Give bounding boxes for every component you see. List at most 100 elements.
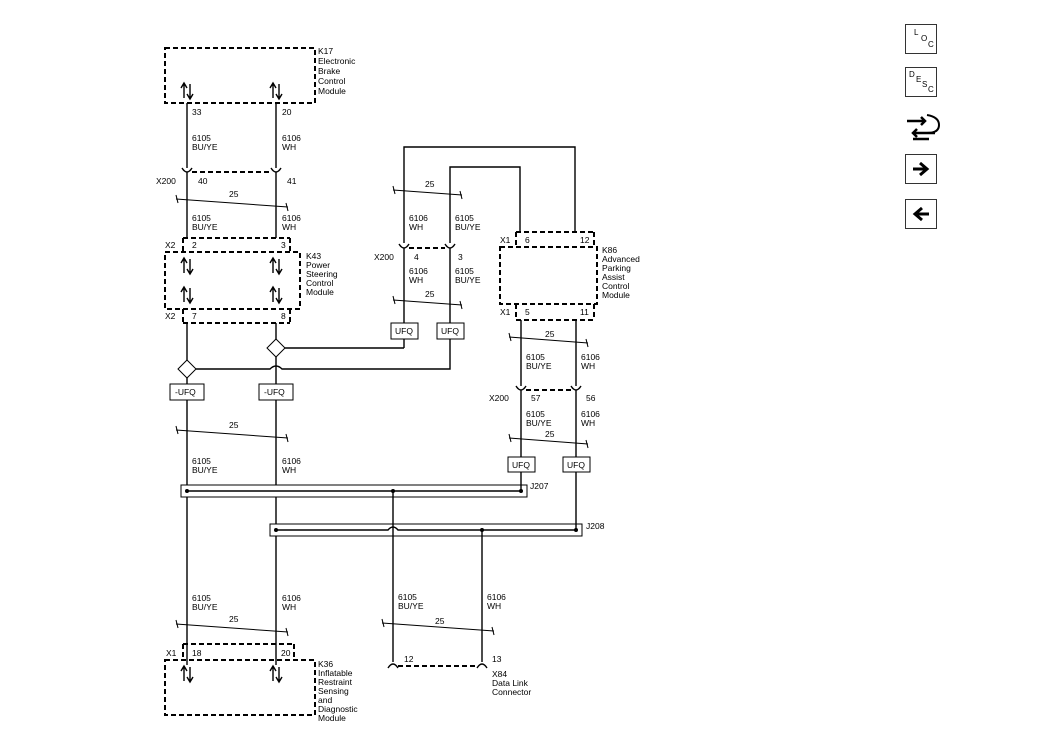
- svg-text:25: 25: [545, 329, 555, 339]
- k17-module-box: [164, 47, 316, 104]
- k86-label: K86 Advanced Parking Assist Control Modu…: [602, 245, 640, 300]
- arrow-left-icon: [912, 206, 929, 222]
- pin-7: 7: [192, 311, 197, 321]
- pin-5: 5: [525, 307, 530, 317]
- svg-text:6105: 6105: [192, 456, 211, 466]
- svg-text:6105: 6105: [526, 352, 545, 362]
- pin-3: 3: [281, 240, 286, 250]
- svg-text:Module: Module: [602, 290, 630, 300]
- neg-ufq-label: -UFQ: [264, 387, 285, 397]
- x2-connector-label: X2: [165, 311, 176, 321]
- pin-3: 3: [458, 252, 463, 262]
- j207-label: J207: [530, 481, 549, 491]
- svg-text:WH: WH: [282, 465, 296, 475]
- wire-label-6106: 6106 WH: [487, 592, 506, 611]
- pin-12: 12: [404, 654, 414, 664]
- loc-letter: O: [921, 34, 928, 43]
- x200-connector-label: X200: [489, 393, 509, 403]
- pin-56: 56: [586, 393, 596, 403]
- svg-text:Module: Module: [306, 287, 334, 297]
- pin-33: 33: [192, 107, 202, 117]
- svg-text:6105: 6105: [455, 213, 474, 223]
- svg-text:Parking: Parking: [602, 263, 631, 273]
- svg-text:Steering: Steering: [306, 269, 338, 279]
- ufq-box: [436, 322, 465, 340]
- svg-text:BU/YE: BU/YE: [192, 465, 218, 475]
- svg-text:Advanced: Advanced: [602, 254, 640, 264]
- pin-4: 4: [414, 252, 419, 262]
- pin-8: 8: [281, 311, 286, 321]
- connector-view-button[interactable]: [905, 111, 941, 143]
- twist-marker: 25: [381, 616, 495, 636]
- x1-connector-label: X1: [500, 235, 511, 245]
- svg-text:6105: 6105: [192, 213, 211, 223]
- pin-12: 12: [580, 235, 590, 245]
- svg-text:6106: 6106: [282, 593, 301, 603]
- pin-18: 18: [192, 648, 202, 658]
- k17-label: K17 Electronic Brake Control Module: [318, 46, 356, 96]
- twist-marker: 25: [392, 179, 463, 200]
- splice-diamond: [266, 338, 286, 358]
- svg-text:25: 25: [229, 420, 239, 430]
- svg-text:WH: WH: [282, 222, 296, 232]
- svg-text:BU/YE: BU/YE: [455, 275, 481, 285]
- wire-label-6106: 6106 WH: [581, 352, 600, 371]
- desc-letter: S: [922, 80, 928, 89]
- wire-label-6105: 6105 BU/YE: [455, 266, 481, 285]
- twist-marker: 25: [175, 420, 289, 443]
- svg-text:6106: 6106: [282, 133, 301, 143]
- next-page-button[interactable]: [905, 154, 937, 184]
- wire-label-6105: 6105 BU/YE: [455, 213, 481, 232]
- k43-io-arrows: [180, 256, 283, 305]
- svg-text:BU/YE: BU/YE: [192, 602, 218, 612]
- svg-text:Control: Control: [602, 281, 630, 291]
- ufq-label: UFQ: [567, 460, 585, 470]
- location-button[interactable]: L O C: [905, 24, 937, 54]
- pin-57: 57: [531, 393, 541, 403]
- svg-text:and: and: [318, 695, 332, 705]
- svg-text:6106: 6106: [581, 352, 600, 362]
- svg-text:Data Link: Data Link: [492, 678, 529, 688]
- description-button[interactable]: D E S C: [905, 67, 937, 97]
- svg-text:25: 25: [425, 179, 435, 189]
- svg-text:Diagnostic: Diagnostic: [318, 704, 358, 714]
- k43-module-box: [164, 251, 301, 310]
- svg-text:BU/YE: BU/YE: [398, 601, 424, 611]
- k86-module-box: [499, 246, 598, 305]
- svg-text:WH: WH: [581, 361, 595, 371]
- svg-text:6105: 6105: [526, 409, 545, 419]
- svg-text:Electronic: Electronic: [318, 56, 356, 66]
- svg-text:WH: WH: [282, 142, 296, 152]
- j208-label: J208: [586, 521, 605, 531]
- loc-letter: C: [928, 40, 934, 49]
- wire-label-6105: 6105 BU/YE: [192, 456, 218, 475]
- ufq-box: [390, 322, 419, 340]
- svg-text:25: 25: [229, 614, 239, 624]
- svg-text:25: 25: [435, 616, 445, 626]
- splice-diamond: [177, 359, 197, 379]
- x1-connector-label: X1: [166, 648, 177, 658]
- desc-letter: D: [909, 70, 915, 79]
- svg-text:BU/YE: BU/YE: [526, 418, 552, 428]
- k36-module-box: [164, 659, 316, 716]
- ufq-label: UFQ: [395, 326, 413, 336]
- svg-text:Brake: Brake: [318, 66, 340, 76]
- previous-page-button[interactable]: [905, 199, 937, 229]
- svg-text:6106: 6106: [409, 213, 428, 223]
- pin-2: 2: [192, 240, 197, 250]
- k17-io-arrows: [180, 81, 283, 101]
- svg-text:Restraint: Restraint: [318, 677, 353, 687]
- svg-text:Control: Control: [318, 76, 346, 86]
- wire-label-6105: 6105 BU/YE: [192, 133, 218, 152]
- wire-label-6106: 6106 WH: [409, 266, 428, 285]
- svg-text:K43: K43: [306, 251, 321, 261]
- svg-text:6106: 6106: [282, 213, 301, 223]
- ufq-label: UFQ: [512, 460, 530, 470]
- k36-label: K36 Inflatable Restraint Sensing and Dia…: [318, 659, 358, 723]
- svg-text:6105: 6105: [192, 133, 211, 143]
- wire-label-6106: 6106 WH: [282, 456, 301, 475]
- wire-label-6106: 6106 WH: [282, 593, 301, 612]
- svg-text:25: 25: [425, 289, 435, 299]
- pin-40: 40: [198, 176, 208, 186]
